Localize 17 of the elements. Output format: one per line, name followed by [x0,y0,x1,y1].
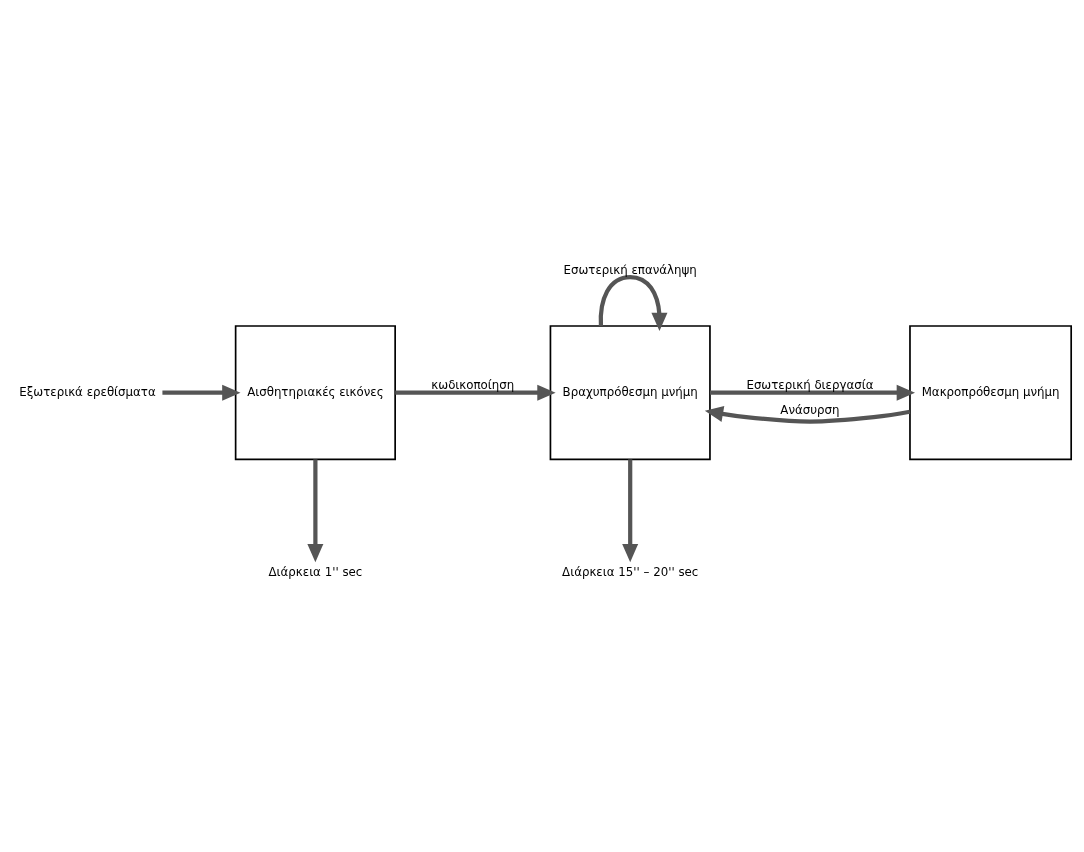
arrow [598,274,668,332]
arrow [307,459,324,563]
arrow [395,384,556,401]
node-text: Διάρκεια 1'' sec [268,564,363,579]
edge-label: Εσωτερική επανάληψη [563,262,697,277]
node-text: Διάρκεια 15'' – 20'' sec [562,564,699,579]
arrow [622,459,639,563]
edge-label: Ανάσυρση [780,402,840,417]
node-text: Εξωτερικά ερεθίσματα [19,384,156,399]
arrow [710,384,915,401]
node-box: Μακροπρόθεσμη μνήμη [909,325,1073,461]
node-box: Βραχυπρόθεσμη μνήμη [549,325,711,461]
edge-label: Εσωτερική διεργασία [746,378,874,393]
arrow [162,384,241,401]
node-box: Αισθητηριακές εικόνες [234,325,396,461]
edge-label: κωδικοποίηση [431,378,515,393]
arrow [704,406,911,424]
